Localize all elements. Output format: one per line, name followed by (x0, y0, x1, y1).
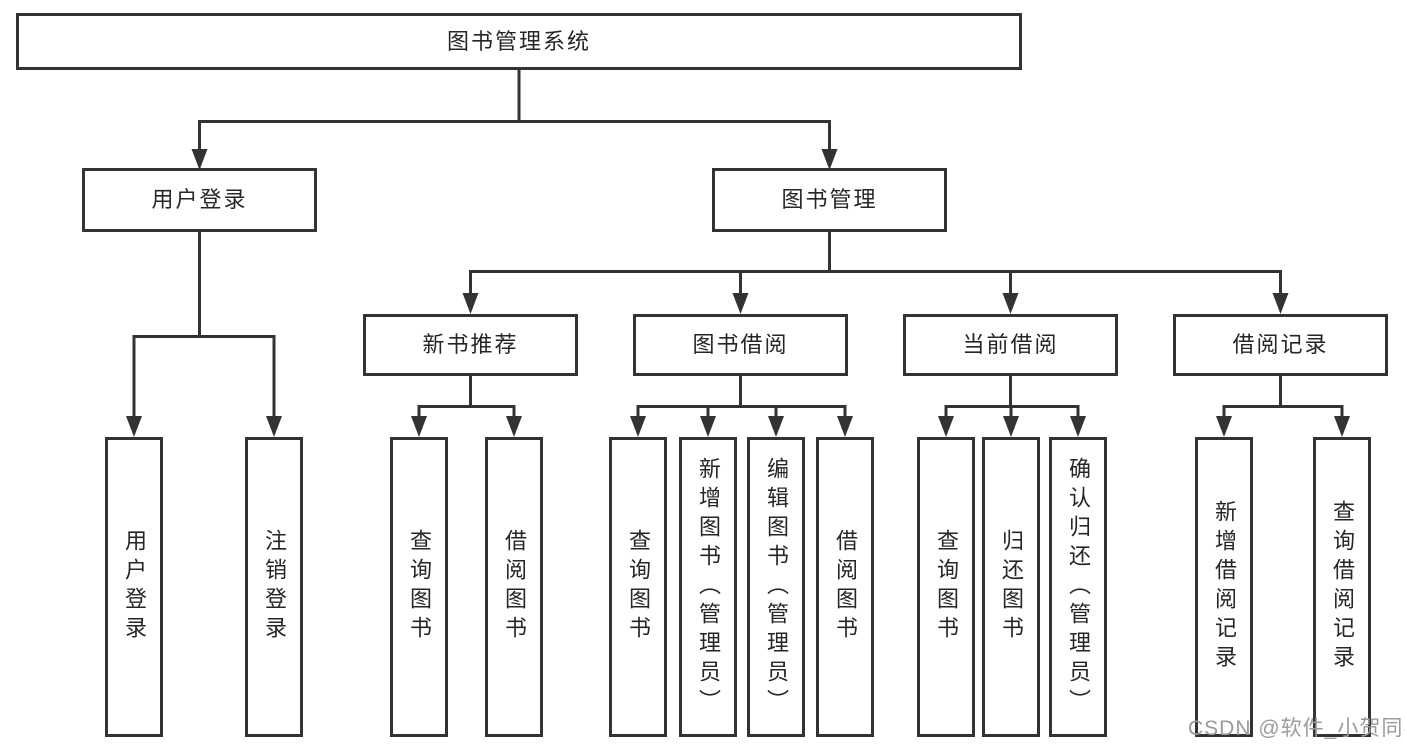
arrow-down-icon (1002, 293, 1019, 314)
leaf-add-borrow-record: 新增借阅记录 (1195, 437, 1253, 737)
leaf-return-book: 归还图书 (982, 437, 1040, 737)
arrow-down-icon (768, 416, 784, 437)
arrow-down-icon (732, 293, 749, 314)
leaf-user-login: 用户登录 (105, 437, 163, 737)
node-new-book-recommendation: 新书推荐 (363, 314, 578, 376)
node-user-login: 用户登录 (82, 168, 317, 232)
arrowheads (126, 149, 1350, 437)
arrow-down-icon (700, 416, 716, 437)
connector-user-login-branch (132, 232, 276, 416)
arrow-down-icon (1334, 416, 1350, 437)
arrow-down-icon (191, 149, 208, 170)
arrow-down-icon (1216, 416, 1232, 437)
arrow-down-icon (1272, 293, 1289, 314)
leaf-borrow-book: 借阅图书 (816, 437, 874, 737)
arrow-down-icon (821, 149, 838, 170)
leaf-edit-book-admin: 编辑图书（管理员） (747, 437, 805, 737)
leaf-borrow-book: 借阅图书 (485, 437, 543, 737)
connector-level2-rail (198, 120, 831, 150)
arrow-down-icon (411, 416, 427, 437)
arrow-down-icon (266, 416, 282, 437)
connector-book-borrow-branch (636, 376, 847, 416)
connector-lines (132, 70, 1344, 416)
node-library-management-system: 图书管理系统 (16, 13, 1022, 70)
leaf-query-book: 查询图书 (390, 437, 448, 737)
arrow-down-icon (1070, 416, 1086, 437)
node-book-management: 图书管理 (712, 168, 947, 232)
connector-current-borrow-branch (944, 376, 1080, 416)
connector-book-mgmt-branch (469, 232, 1282, 293)
arrow-down-icon (506, 416, 522, 437)
node-book-borrowing: 图书借阅 (633, 314, 848, 376)
connector-borrow-record-branch (1222, 376, 1344, 416)
arrow-down-icon (1003, 416, 1019, 437)
connector-new-book-branch (417, 376, 516, 416)
watermark-csdn: CSDN @软件_小贺同学 (1188, 717, 1405, 740)
node-borrowing-records: 借阅记录 (1173, 314, 1388, 376)
leaf-query-book: 查询图书 (609, 437, 667, 737)
leaf-confirm-return-admin: 确认归还（管理员） (1049, 437, 1107, 737)
node-current-borrowing: 当前借阅 (903, 314, 1118, 376)
leaf-query-borrow-record: 查询借阅记录 (1313, 437, 1371, 737)
arrow-down-icon (938, 416, 954, 437)
leaf-add-book-admin: 新增图书（管理员） (679, 437, 737, 737)
arrow-down-icon (630, 416, 646, 437)
arrow-down-icon (837, 416, 853, 437)
leaf-query-book: 查询图书 (917, 437, 975, 737)
leaf-logout: 注销登录 (245, 437, 303, 737)
arrow-down-icon (126, 416, 142, 437)
arrow-down-icon (462, 293, 479, 314)
